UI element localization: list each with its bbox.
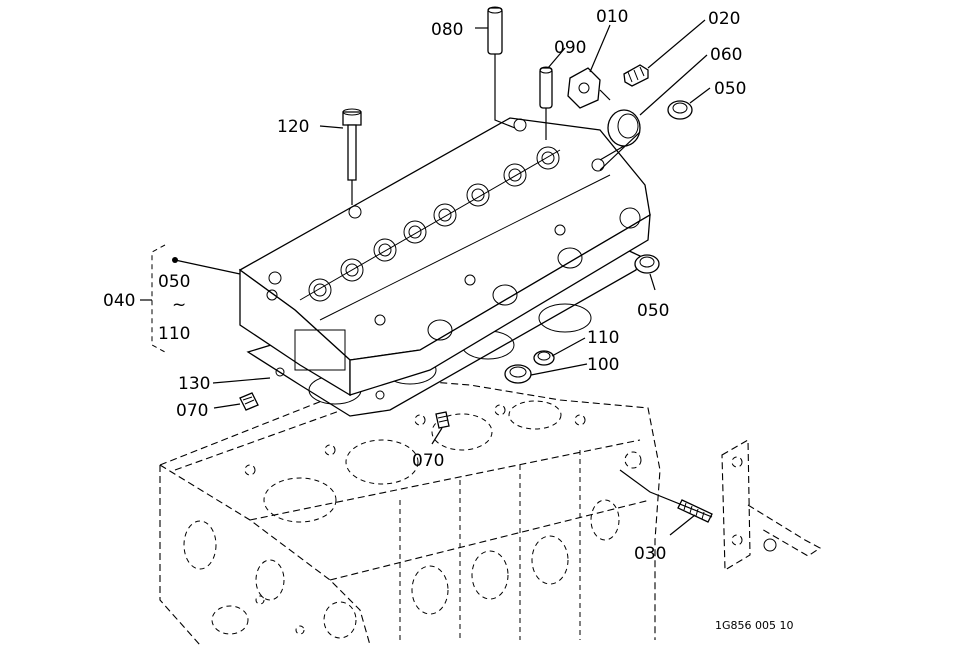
part-060-cap [607, 109, 641, 147]
part-labels: 080 010 020 090 060 050 120 050 ~ 110 04… [103, 7, 794, 632]
leader-lines [174, 19, 713, 536]
part-090-pipe [539, 66, 553, 109]
part-080-pipe [487, 6, 503, 55]
group-040-bracket [140, 244, 178, 353]
cylinder-block [159, 377, 661, 646]
part-070-left-nipple [239, 392, 259, 411]
label-080: 080 [431, 20, 463, 40]
part-110-ring [533, 350, 555, 366]
label-040-range-sep: ~ [172, 295, 186, 315]
label-050-top: 050 [714, 79, 746, 99]
part-020-plug [623, 64, 649, 87]
figure-code: 1G856 005 10 [715, 619, 794, 632]
part-070-mid-nipple [435, 411, 450, 429]
label-040: 040 [103, 291, 135, 311]
label-070-mid: 070 [412, 451, 444, 471]
label-100: 100 [587, 355, 619, 375]
cylinder-head [238, 117, 651, 397]
label-110: 110 [587, 328, 619, 348]
label-040-range-start: 050 [158, 272, 190, 292]
label-030: 030 [634, 544, 666, 564]
part-030-stud [677, 499, 713, 523]
lifting-bracket [721, 439, 822, 571]
label-060: 060 [710, 45, 742, 65]
label-050-right: 050 [637, 301, 669, 321]
part-010-plate [567, 67, 601, 109]
label-010: 010 [596, 7, 628, 27]
part-050-right-plug [634, 254, 660, 274]
label-120: 120 [277, 117, 309, 137]
label-040-range-end: 110 [158, 324, 190, 344]
label-090: 090 [554, 38, 586, 58]
label-070-left: 070 [176, 401, 208, 421]
label-020: 020 [708, 9, 740, 29]
part-120-bolt [342, 108, 362, 181]
part-100-seal [504, 364, 532, 384]
label-130: 130 [178, 374, 210, 394]
part-050-top-plug [667, 100, 693, 120]
